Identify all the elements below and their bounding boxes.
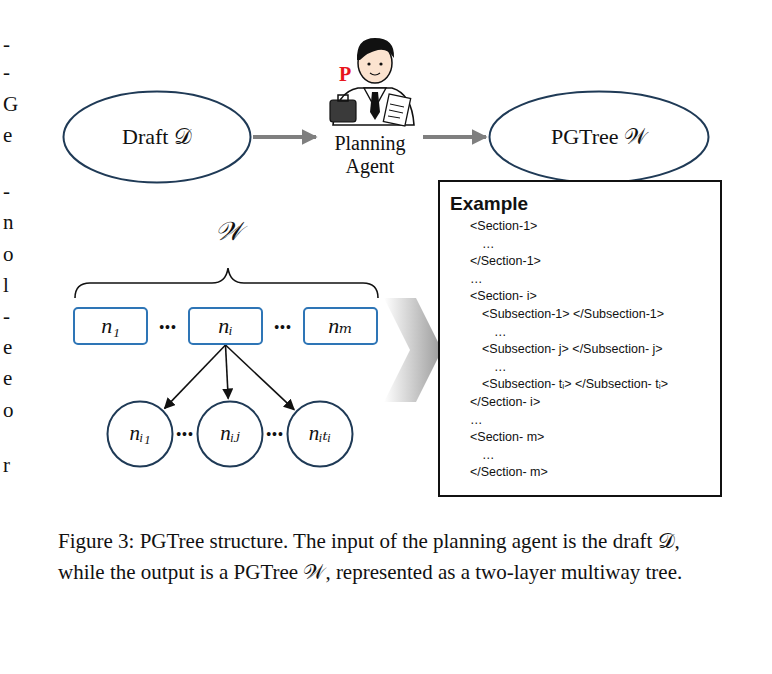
margin-fragment: o: [3, 242, 14, 267]
margin-fragment: o: [3, 398, 14, 423]
flow-arrow: [253, 135, 316, 139]
tree-edge: [226, 345, 295, 410]
code-line: …: [450, 447, 714, 465]
node-label: Draft 𝒟: [122, 125, 192, 149]
code-line: </Section- m>: [450, 464, 714, 482]
output-ellipse: PGTree 𝒲: [488, 90, 710, 184]
margin-fragment: e: [3, 123, 12, 148]
node-label: nᵢ₁: [129, 422, 150, 445]
node-label: nᵢ: [218, 314, 232, 338]
code-line: …: [450, 412, 714, 430]
code-line: </Section- i>: [450, 394, 714, 412]
tree-leaf-circle: nᵢ₁: [106, 400, 174, 468]
figure-caption: Figure 3: PGTree structure. The input of…: [58, 526, 730, 588]
planning-agent: Planning Agent: [318, 30, 422, 178]
node-label: PGTree 𝒲: [551, 125, 647, 149]
margin-fragment: G: [3, 92, 18, 117]
margin-fragment: e: [3, 335, 12, 360]
code-line: <Section- m>: [450, 429, 714, 447]
margin-fragment: -: [3, 60, 10, 85]
node-label: n₁: [101, 314, 120, 338]
flow-arrow: [423, 135, 486, 139]
node-label: nᵢₜᵢ: [309, 422, 331, 445]
margin-fragment: r: [3, 453, 10, 478]
code-line: …: [450, 236, 714, 254]
shaded-arrow: [384, 298, 442, 402]
margin-fragment: e: [3, 366, 12, 391]
code-line: <Section-1>: [450, 218, 714, 236]
agent-badge: P: [339, 63, 351, 86]
ellipsis-dots: •••: [266, 426, 284, 442]
tree-leaf-circle: nᵢₜᵢ: [286, 400, 354, 468]
margin-fragment: n: [3, 210, 14, 235]
node-label: nᵢⱼ: [220, 422, 239, 445]
tree-node-box: n₁: [73, 307, 148, 345]
code-line: </Section-1>: [450, 253, 714, 271]
margin-fragment: -: [3, 304, 10, 329]
ellipsis-dots: •••: [274, 319, 292, 335]
code-line: …: [450, 359, 714, 377]
margin-fragment: -: [3, 32, 10, 57]
node-label: nₘ: [328, 314, 353, 338]
code-line: <Subsection-1> </Subsection-1>: [450, 306, 714, 324]
input-ellipse: Draft 𝒟: [62, 90, 252, 184]
margin-fragment: l: [3, 273, 9, 298]
tree-node-box: nₘ: [303, 307, 378, 345]
code-line: …: [450, 324, 714, 342]
tree-symbol: 𝒲: [215, 217, 242, 247]
layer-brace: [75, 268, 378, 298]
tree-node-box: nᵢ: [188, 307, 263, 345]
node-label: Planning Agent: [325, 132, 415, 178]
code-line: …: [450, 271, 714, 289]
box-heading: Example: [450, 192, 714, 216]
tree-edge: [226, 345, 229, 399]
agent-icon: [330, 38, 414, 126]
tree-leaf-circle: nᵢⱼ: [196, 400, 264, 468]
example-box: Example<Section-1>…</Section-1>…<Section…: [438, 180, 722, 497]
ellipsis-dots: •••: [176, 426, 194, 442]
tree-edge: [165, 345, 226, 408]
code-line: <Subsection- j> </Subsection- j>: [450, 341, 714, 359]
margin-fragment: -: [3, 179, 10, 204]
code-line: <Section- i>: [450, 288, 714, 306]
ellipsis-dots: •••: [159, 319, 177, 335]
code-line: <Subsection- tᵢ> </Subsection- tᵢ>: [450, 376, 714, 394]
